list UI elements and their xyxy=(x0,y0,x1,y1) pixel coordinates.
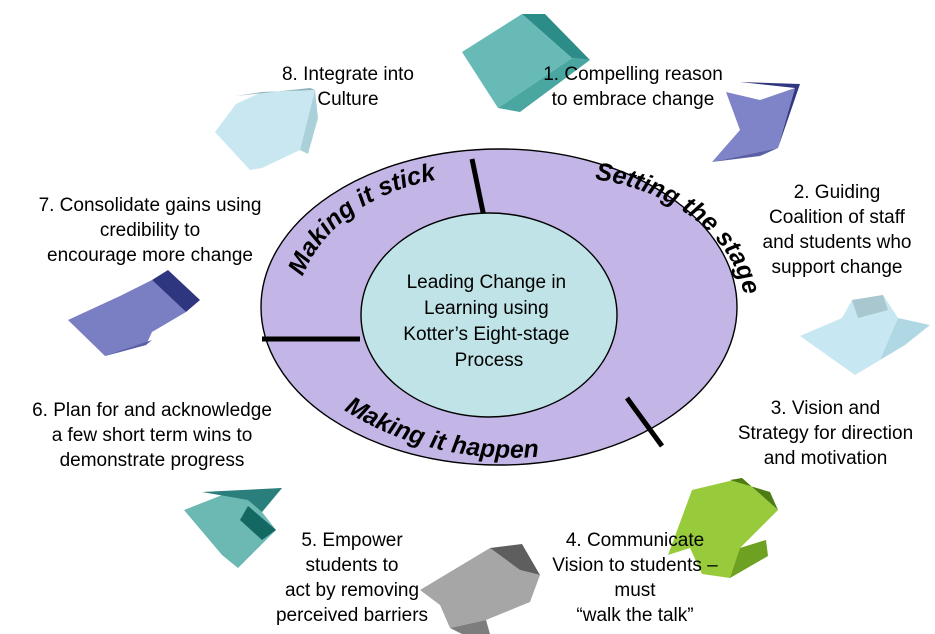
arrow-8-icon xyxy=(215,88,318,170)
step-6-label: 6. Plan for and acknowledge a few short … xyxy=(2,398,302,473)
center-title-line: Leading Change in xyxy=(407,272,567,293)
step-line: students to xyxy=(305,555,399,576)
step-line: Coalition of staff xyxy=(769,207,905,228)
step-7-label: 7. Consolidate gains using credibility t… xyxy=(14,193,286,268)
step-line: perceived barriers xyxy=(275,605,429,626)
step-line: encourage more change xyxy=(47,245,253,266)
step-line: support change xyxy=(771,257,903,278)
step-line: 3. Vision and xyxy=(770,398,881,419)
center-title-line: Kotter’s Eight-stage xyxy=(403,324,569,345)
step-line: “walk the talk” xyxy=(576,605,694,626)
step-2-label: 2. Guiding Coalition of staff and studen… xyxy=(742,180,932,280)
arrow-1-icon xyxy=(462,14,590,112)
step-5-label: 5. Empower students to act by removing p… xyxy=(254,528,450,628)
center-title: Leading Change in Learning using Kotter’… xyxy=(403,272,574,371)
center-title-line: Learning using xyxy=(424,298,549,319)
arrow-4-icon xyxy=(668,478,778,578)
step-line: Culture xyxy=(317,89,379,110)
step-line: 5. Empower xyxy=(301,530,403,551)
step-line: credibility to xyxy=(99,220,201,241)
step-line: 4. Communicate xyxy=(565,530,705,551)
step-8-label: 8. Integrate into Culture xyxy=(258,62,438,112)
step-line: Vision to students – xyxy=(552,555,718,576)
arrow-2-icon xyxy=(712,82,800,162)
arrow-3-icon xyxy=(800,295,930,375)
step-line: a few short term wins to xyxy=(51,425,253,446)
arrow-5-icon xyxy=(420,544,540,634)
arrow-7-icon xyxy=(68,270,200,356)
step-3-label: 3. Vision and Strategy for direction and… xyxy=(718,396,933,471)
step-line: and students who xyxy=(762,232,912,253)
ring-divider xyxy=(624,396,665,448)
step-4-label: 4. Communicate Vision to students – must… xyxy=(520,528,750,628)
step-line: 7. Consolidate gains using xyxy=(38,195,262,216)
step-line: 2. Guiding xyxy=(793,182,881,203)
ring-divider xyxy=(469,158,487,218)
center-ellipse xyxy=(360,212,618,418)
step-line: 6. Plan for and acknowledge xyxy=(32,400,272,421)
step-1-label: 1. Compelling reason to embrace change xyxy=(520,62,746,112)
step-line: and motivation xyxy=(763,448,888,469)
step-line: demonstrate progress xyxy=(59,450,245,471)
step-line: must xyxy=(614,580,656,601)
arrow-6-icon xyxy=(184,488,282,568)
step-line: act by removing xyxy=(284,580,420,601)
center-title-line: Process xyxy=(455,350,524,371)
step-line: to embrace change xyxy=(551,89,715,110)
step-line: 1. Compelling reason xyxy=(543,64,723,85)
step-line: 8. Integrate into xyxy=(281,64,415,85)
step-line: Strategy for direction xyxy=(737,423,914,444)
